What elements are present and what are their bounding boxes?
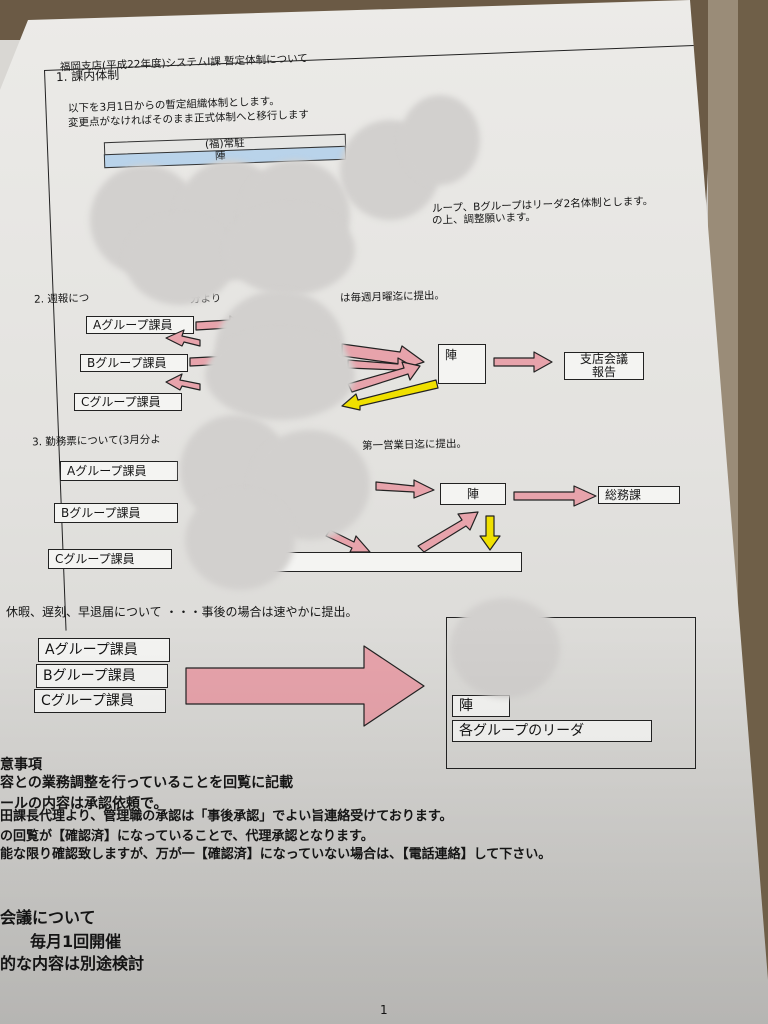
redaction-blur xyxy=(450,598,560,698)
s2-yellow-arrow xyxy=(341,379,439,411)
s4-big-arrow xyxy=(185,645,425,727)
page-number: 1 xyxy=(380,1003,388,1017)
redaction-blur xyxy=(400,95,480,185)
s4-jin-box: 陣 xyxy=(452,695,510,717)
s4-approver-frame xyxy=(446,617,696,769)
meeting-heading: 会議について xyxy=(0,908,96,927)
s3-jin-box: 陣 xyxy=(440,483,506,505)
s4-group-c: Cグループ課員 xyxy=(34,689,166,713)
s2-arrow-to-jin-3 xyxy=(347,361,421,393)
s4-group-b: Bグループ課員 xyxy=(36,664,168,688)
meeting-line-1: 毎月1回開催 xyxy=(30,932,122,951)
s3-target-box: 総務課 xyxy=(598,486,680,504)
s2-target-box: 支店会議 報告 xyxy=(564,352,644,380)
s2-group-b: Bグループ課員 xyxy=(80,354,188,372)
s3-arrow-bar-to-jin xyxy=(417,511,479,553)
redaction-blur xyxy=(125,215,235,305)
s3-group-a: Aグループ課員 xyxy=(60,461,178,481)
s2-jin-box: 陣 xyxy=(438,344,486,384)
notes-line-1: 容との業務調整を行っていることを回覧に記載 xyxy=(0,775,294,791)
notes-line-3: 田課長代理より、管理職の承認は「事後承認」でよい旨連絡受けております。 xyxy=(0,809,453,824)
s3-arrow-jin-to-target xyxy=(513,485,597,507)
section4-heading: 休暇、遅刻、早退届について ・・・事後の場合は速やかに提出。 xyxy=(6,605,358,619)
s2-arrow-back-a xyxy=(165,329,201,347)
s3-group-b: Bグループ課員 xyxy=(54,503,178,523)
notes-line-2: ールの内容は承認依頼で。 xyxy=(0,796,168,812)
notes-line-4: の回覧が【確認済】になっていることで、代理承認となります。 xyxy=(0,829,374,844)
s3-arrow-c-to-bar xyxy=(325,529,371,553)
s2-arrow-to-target xyxy=(493,351,553,373)
s3-group-c: Cグループ課員 xyxy=(48,549,172,569)
s2-group-c: Cグループ課員 xyxy=(74,393,182,411)
redaction-blur xyxy=(205,330,355,420)
notes-heading: 意事項 xyxy=(0,757,42,773)
s3-yellow-arrow xyxy=(479,515,501,551)
s4-leaders-box: 各グループのリーダ xyxy=(452,720,652,742)
s2-group-a: Aグループ課員 xyxy=(86,316,194,334)
s4-group-a: Aグループ課員 xyxy=(38,638,170,662)
redaction-blur xyxy=(225,205,355,295)
s2-arrow-back-c xyxy=(165,373,201,391)
redaction-blur xyxy=(185,490,295,590)
notes-line-5: 能な限り確認致しますが、万が一【確認済】になっていない場合は、【電話連絡】して下… xyxy=(0,847,552,862)
meeting-line-2: 的な内容は別途検討 xyxy=(0,954,145,973)
s3-arrow-a-to-jin xyxy=(375,479,435,499)
